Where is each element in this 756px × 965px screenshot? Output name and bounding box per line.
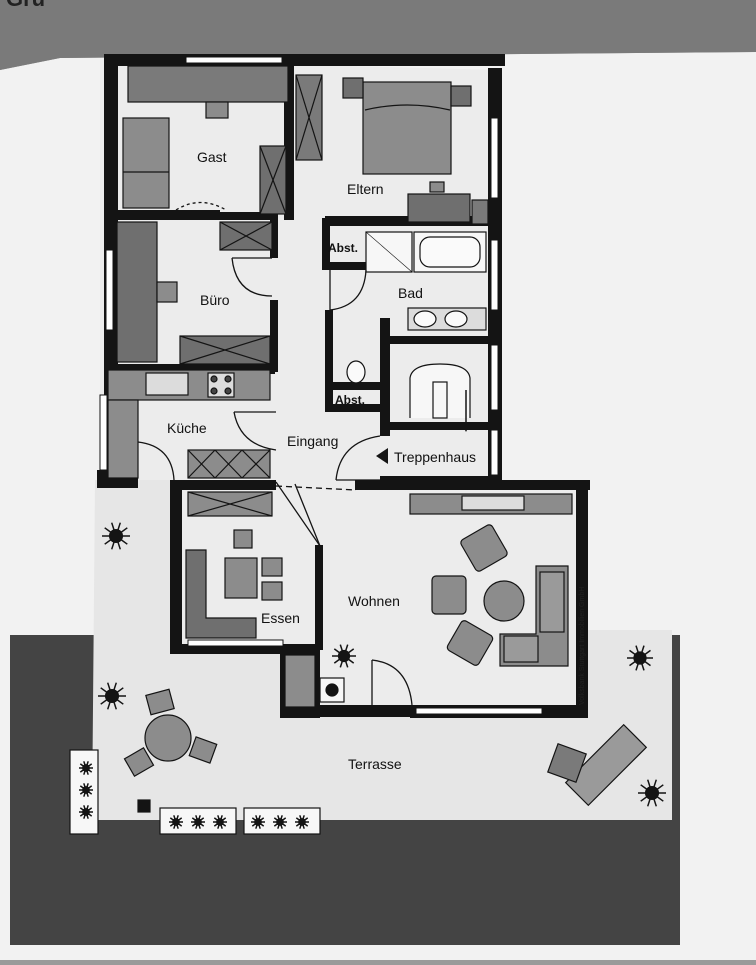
toilet: [346, 360, 366, 384]
label-kueche: Küche: [167, 420, 207, 436]
label-treppenhaus: Treppenhaus: [394, 449, 476, 465]
doors: [137, 201, 413, 706]
plant-icon: [332, 644, 356, 668]
label-terrasse: Terrasse: [348, 756, 402, 772]
nightstand-right: [450, 85, 472, 107]
label-bad: Bad: [398, 285, 423, 301]
nightstand-left: [342, 77, 364, 99]
fireplace: [284, 654, 316, 708]
label-buero: Büro: [200, 292, 230, 308]
plant-icon: [79, 805, 93, 819]
gast-bed: [122, 117, 170, 209]
plant-icon: [213, 815, 227, 829]
plants: [79, 522, 666, 829]
label-abst-bottom: Abst.: [335, 393, 365, 407]
stair-indicator: [376, 390, 470, 464]
paper-shadow-top: [0, 0, 756, 70]
plant-icon: [79, 783, 93, 797]
plant-icon: [251, 815, 265, 829]
header-fragment: Gru: [6, 0, 45, 11]
armchair-2: [460, 524, 508, 572]
eltern-bed: [362, 81, 452, 175]
essen-bench: [185, 549, 257, 639]
label-gast: Gast: [197, 149, 227, 165]
gast-wardrobe: [127, 65, 289, 103]
credit-text: Volksbank Stuttgart Immobilien GmbH: [579, 587, 586, 705]
furniture: [69, 65, 648, 835]
label-eltern: Eltern: [347, 181, 384, 197]
essen-table: [224, 557, 258, 599]
plant-icon: [79, 761, 93, 775]
label-abst-top: Abst.: [328, 241, 358, 255]
plant-icon: [638, 779, 666, 807]
side-table: [547, 743, 587, 783]
plant-icon: [627, 645, 653, 671]
plant-icon: [98, 682, 126, 710]
label-essen: Essen: [261, 610, 300, 626]
armchair-3: [446, 620, 494, 666]
eltern-desk: [407, 193, 471, 223]
gast-chair: [205, 101, 229, 119]
buero-chair: [156, 281, 178, 303]
label-eingang: Eingang: [287, 433, 338, 449]
armchair-1: [431, 575, 467, 615]
plant-icon: [169, 815, 183, 829]
windows: [99, 56, 543, 715]
lounger-1: [564, 723, 648, 807]
terrace-light: [137, 799, 151, 813]
plant-icon: [273, 815, 287, 829]
label-wohnen: Wohnen: [348, 593, 400, 609]
room-labels: Gast Eltern Abst. Büro Bad Abst. Küche E…: [167, 149, 586, 772]
arrow-left-icon: [376, 448, 388, 464]
terrace-floor: [92, 480, 672, 820]
sink: [145, 372, 189, 396]
eltern-stool: [429, 181, 445, 193]
plant-icon: [295, 815, 309, 829]
plant-icon: [102, 522, 130, 550]
coffee-table: [483, 580, 525, 622]
eltern-cabinet: [471, 199, 489, 225]
buero-bookshelf: [116, 221, 158, 363]
plant-icon: [191, 815, 205, 829]
kitchen-counter: [107, 369, 271, 401]
terrace-table: [144, 714, 192, 762]
